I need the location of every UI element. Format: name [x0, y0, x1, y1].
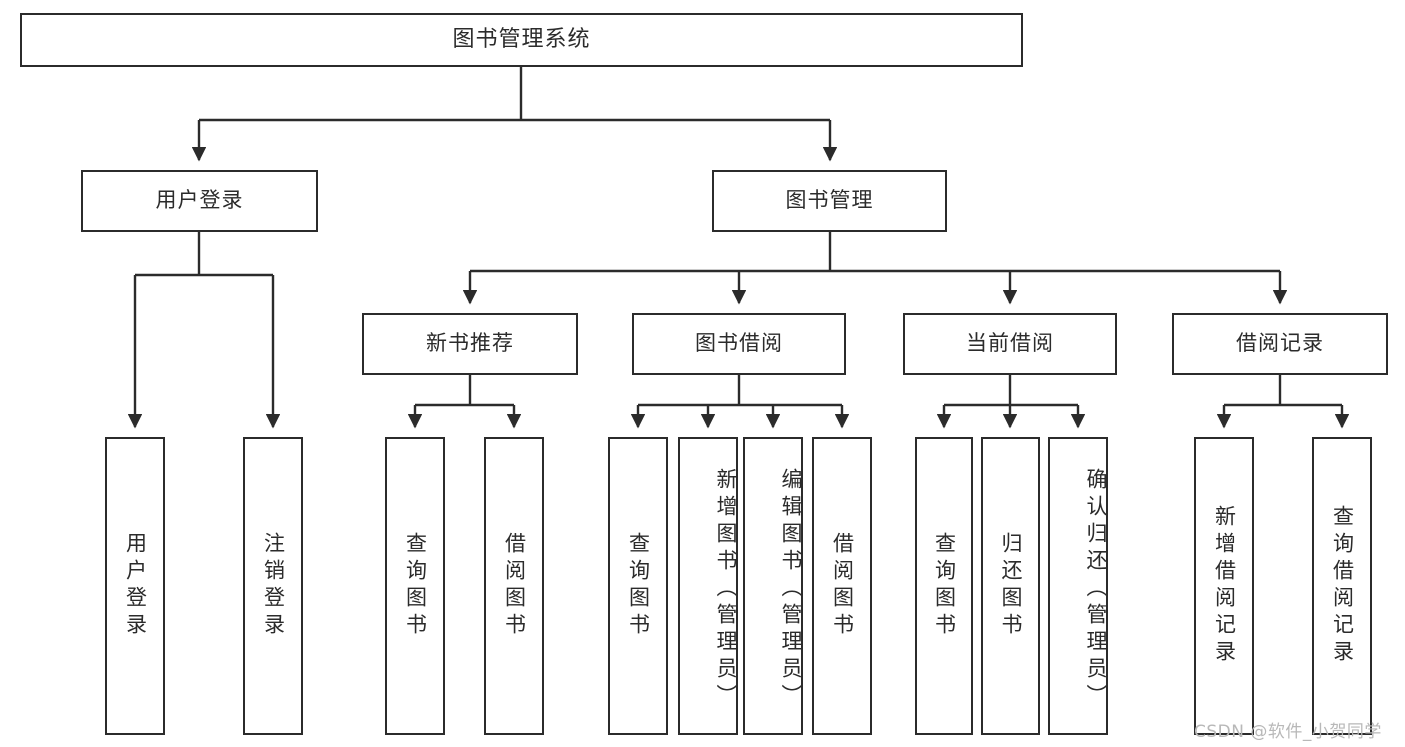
leaf-borrow-book-1-label: 借阅图书	[502, 532, 527, 640]
leaf-query-book-3-label: 查询图书	[932, 532, 957, 640]
node-current-borrow[interactable]: 当前借阅	[903, 313, 1117, 375]
node-book-borrow-label: 图书借阅	[695, 331, 783, 356]
leaf-edit-book-label: 编辑图书（管理员）	[779, 467, 803, 711]
leaf-add-record-label: 新增借阅记录	[1212, 505, 1237, 667]
leaf-borrow-book-2-label: 借阅图书	[830, 532, 855, 640]
leaf-user-login[interactable]: 用户登录	[105, 437, 165, 735]
node-borrow-record-label: 借阅记录	[1236, 331, 1324, 356]
leaf-confirm-return[interactable]: 确认归还（管理员）	[1048, 437, 1108, 735]
leaf-return-book[interactable]: 归还图书	[981, 437, 1040, 735]
leaf-query-record-label: 查询借阅记录	[1330, 505, 1355, 667]
node-new-book-recommend[interactable]: 新书推荐	[362, 313, 578, 375]
leaf-logout-label: 注销登录	[261, 532, 286, 640]
node-book-borrow[interactable]: 图书借阅	[632, 313, 846, 375]
node-new-book-recommend-label: 新书推荐	[426, 331, 514, 356]
leaf-query-book-2[interactable]: 查询图书	[608, 437, 668, 735]
leaf-add-record[interactable]: 新增借阅记录	[1194, 437, 1254, 735]
leaf-return-book-label: 归还图书	[999, 532, 1023, 640]
node-user-login-label: 用户登录	[155, 188, 244, 213]
leaf-confirm-return-label: 确认归还（管理员）	[1084, 467, 1108, 711]
leaf-edit-book[interactable]: 编辑图书（管理员）	[743, 437, 803, 735]
leaf-add-book[interactable]: 新增图书（管理员）	[678, 437, 738, 735]
leaf-query-book-1[interactable]: 查询图书	[385, 437, 445, 735]
leaf-query-book-3[interactable]: 查询图书	[915, 437, 973, 735]
node-borrow-record[interactable]: 借阅记录	[1172, 313, 1388, 375]
leaf-query-book-1-label: 查询图书	[403, 532, 428, 640]
leaf-logout[interactable]: 注销登录	[243, 437, 303, 735]
leaf-query-record[interactable]: 查询借阅记录	[1312, 437, 1372, 735]
node-root-label: 图书管理系统	[452, 26, 591, 52]
node-user-login[interactable]: 用户登录	[81, 170, 318, 232]
node-current-borrow-label: 当前借阅	[966, 331, 1054, 356]
node-book-management-label: 图书管理	[785, 188, 874, 213]
csdn-watermark: CSDN @软件_小贺同学	[1194, 722, 1382, 742]
leaf-borrow-book-2[interactable]: 借阅图书	[812, 437, 872, 735]
node-book-management[interactable]: 图书管理	[712, 170, 947, 232]
node-root[interactable]: 图书管理系统	[20, 13, 1023, 67]
leaf-borrow-book-1[interactable]: 借阅图书	[484, 437, 544, 735]
leaf-user-login-label: 用户登录	[123, 532, 148, 640]
leaf-add-book-label: 新增图书（管理员）	[714, 467, 738, 711]
leaf-query-book-2-label: 查询图书	[626, 532, 651, 640]
